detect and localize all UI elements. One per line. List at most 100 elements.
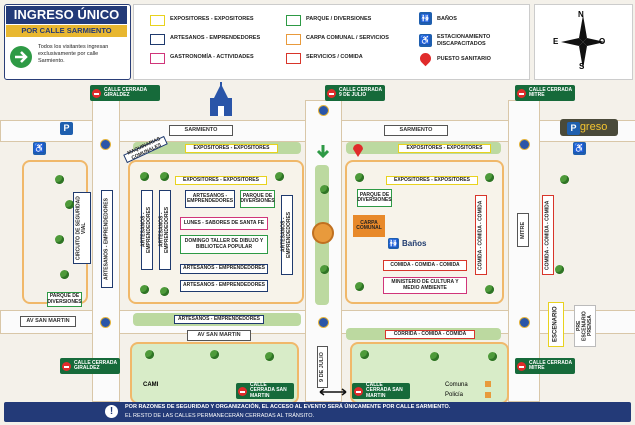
accessible-parking-icon: ♿ [573, 142, 586, 155]
street-label-sarmiento-right: SARMIENTO [384, 125, 448, 136]
warning-icon: ! [105, 405, 118, 418]
stand-comida-strip: CORRIDA - COMIDA - COMIDA [385, 330, 475, 339]
stand-comida-vertical-2: COMIDA - COMIDA - COMIDA [542, 195, 554, 275]
no-entry-icon [517, 362, 526, 371]
street-mitre [508, 100, 540, 402]
stand-lunes: LUNES - SABORES DE SANTA FE [180, 217, 268, 230]
tree [320, 185, 329, 194]
no-entry-icon [62, 362, 71, 371]
no-entry-icon [354, 387, 363, 396]
footer-line-2: EL RESTO DE LAS CALLES PERMANECERÁN CERR… [125, 413, 315, 419]
closed-mitre-top: CALLE CERRADA MITRE [515, 85, 575, 101]
arrow-down-icon [316, 145, 330, 158]
tree [145, 350, 154, 359]
closed-mitre-bottom: CALLE CERRADA MITRE [515, 358, 575, 374]
footer-line-1: POR RAZONES DE SEGURIDAD Y ORGANIZACIÓN,… [125, 404, 451, 410]
footer-banner [4, 402, 631, 422]
traffic-dot [100, 317, 111, 328]
compass [534, 4, 633, 80]
street-label-san-martin-center: AV SAN MARTIN [187, 330, 251, 341]
legend-label-parque: PARQUE / DIVERSIONES [306, 16, 372, 22]
traffic-dot [519, 139, 530, 150]
tree [55, 175, 64, 184]
street-label-9-de-julio: 9 DE JULIO [317, 346, 328, 388]
stand-ministerio: MINISTERIO DE CULTURA Y MEDIO AMBIENTE [383, 277, 467, 294]
street-label-san-martin-left: AV SAN MARTIN [20, 316, 76, 327]
tree [210, 350, 219, 359]
stand-comida-1: COMIDA - COMIDA - COMIDA [383, 260, 467, 271]
tree [160, 287, 169, 296]
closed-giraldez-top: CALLE CERRADA GIRALDEZ [90, 85, 160, 101]
compass-east: E [553, 37, 559, 46]
entry-title: INGRESO ÚNICO [6, 6, 127, 24]
accessible-parking-icon: ♿ [33, 142, 46, 155]
tree [488, 352, 497, 361]
stand-exp-block-left: EXPOSITORES - EXPOSITORES [175, 176, 267, 185]
church-icon [210, 82, 232, 116]
tree [320, 265, 329, 274]
legend-label-estacionamiento: ESTACIONAMIENTO DISCAPACITADOS [437, 34, 491, 47]
stand-domingo: DOMINGO TALLER DE DIBUJO Y BIBLIOTECA PO… [180, 235, 268, 254]
no-entry-icon [517, 89, 526, 98]
legend-swatch-artesanos [150, 34, 165, 45]
tree [485, 173, 494, 182]
compass-south: S [579, 62, 585, 71]
stand-parque-diversiones-2: PARQUE DE DIVERSIONES [357, 189, 392, 207]
tree [60, 270, 69, 279]
label-comuna: Comuna [445, 382, 468, 388]
compass-rose-icon [561, 15, 605, 69]
legend-label-puesto: PUESTO SANITARIO [437, 56, 491, 62]
tree [360, 350, 369, 359]
legend-label-banos: BAÑOS [437, 16, 457, 22]
stand-exp-top-right: EXPOSITORES - EXPOSITORES [398, 144, 491, 153]
restroom-icon: 🚻 [419, 12, 432, 25]
tree [55, 235, 64, 244]
stand-comida-vertical-1: COMIDA - COMIDA - COMIDA [475, 195, 487, 275]
tree [355, 282, 364, 291]
restroom-icon: 🚻 [388, 237, 399, 249]
stand-exp-block-right: EXPOSITORES - EXPOSITORES [386, 176, 478, 185]
accessible-parking-icon: P [60, 122, 73, 135]
stand-carpa-comunal: CARPA COMUNAL [353, 215, 385, 237]
closed-9-julio-top: CALLE CERRADA 9 DE JULIO [325, 85, 385, 101]
entry-note: Todos los visitantes ingresan exclusivam… [38, 44, 109, 64]
no-entry-icon [92, 89, 101, 98]
tree [275, 172, 284, 181]
traffic-dot [318, 105, 329, 116]
stand-art-vertical-4: ARTESANOS - EMPRENDEDORES [281, 195, 293, 275]
tree [160, 172, 169, 181]
policia-marker [485, 392, 491, 398]
no-entry-icon [238, 387, 247, 396]
tree [265, 352, 274, 361]
comuna-marker [485, 381, 491, 387]
legend-swatch-parque [286, 15, 301, 26]
stand-circuito-seguridad: CIRCUITO DE SEGURIDAD VIAL [73, 192, 91, 264]
label-cami: CAMI [143, 382, 159, 388]
legend-swatch-gastronomia [150, 53, 165, 64]
street-label-mitre: MITRE [517, 213, 529, 247]
arrow-right-icon [10, 46, 32, 68]
stand-art-box-2: ARTESANOS - EMPRENDEDORES [180, 264, 268, 274]
tree [355, 173, 364, 182]
closed-giraldez-bottom: CALLE CERRADA GIRALDEZ [60, 358, 120, 374]
closed-san-martin-right: CALLE CERRADA SAN MARTIN [352, 383, 410, 399]
legend-swatch-servicios [286, 53, 301, 64]
legend-label-carpa: CARPA COMUNAL / SERVICIOS [306, 35, 389, 41]
compass-west: O [599, 37, 606, 46]
traffic-dot [318, 317, 329, 328]
tree [65, 200, 74, 209]
closed-san-martin-left: CALLE CERRADA SAN MARTIN [236, 383, 294, 399]
stand-parque-diversiones-3: PARQUE DE DIVERSIONES [47, 292, 82, 307]
legend-label-artesanos: ARTESANOS - EMPRENDEDORES [170, 35, 261, 41]
stand-escenario: ESCENARIO [548, 302, 564, 347]
legend [133, 4, 530, 80]
stand-pre-escenario: PRE ESCENARIO PRENSA [574, 305, 596, 347]
stand-parque-diversiones-1: PARQUE DE DIVERSIONES [240, 190, 275, 208]
tree [555, 265, 564, 274]
legend-swatch-carpa [286, 34, 301, 45]
tree [485, 285, 494, 294]
tree [140, 172, 149, 181]
tree [430, 352, 439, 361]
legend-label-servicios: SERVICIOS / COMIDA [306, 54, 363, 60]
traffic-dot [100, 139, 111, 150]
